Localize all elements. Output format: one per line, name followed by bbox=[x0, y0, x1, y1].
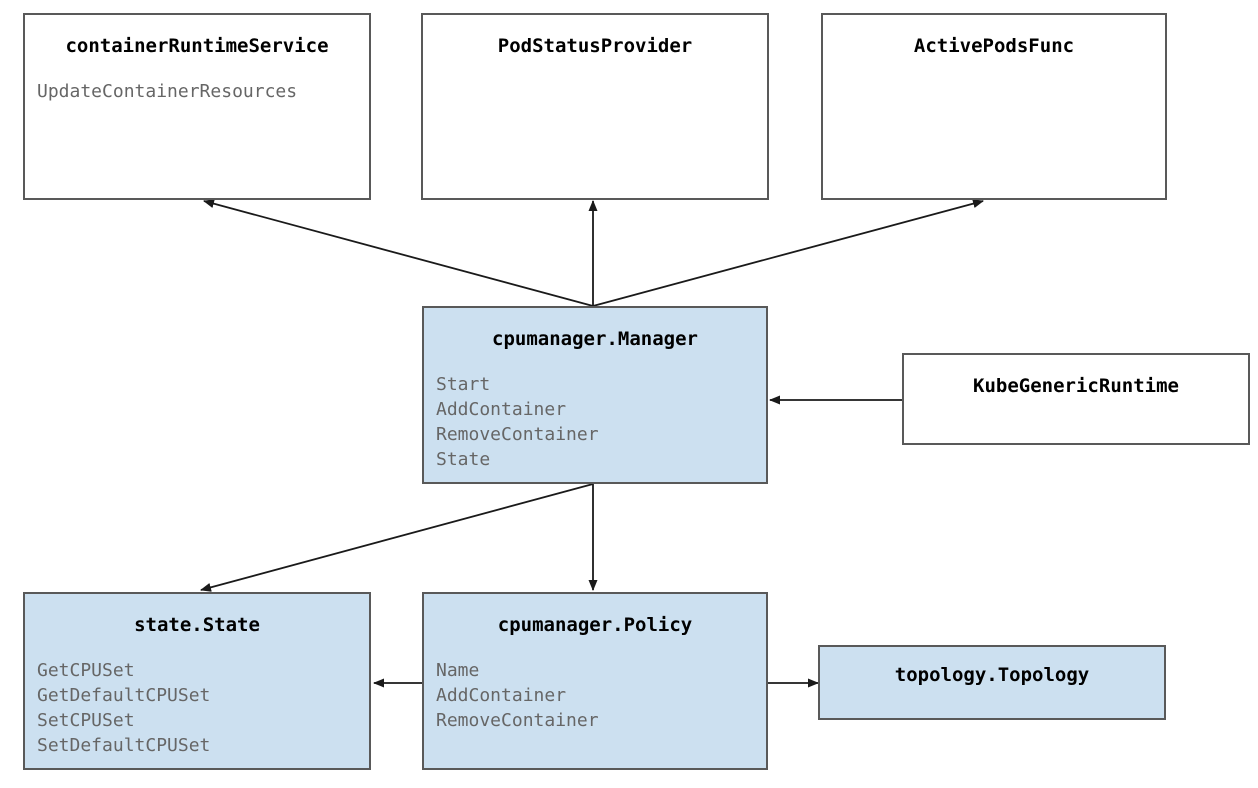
member-item: RemoveContainer bbox=[436, 710, 599, 731]
edge-manager-to-state bbox=[200, 483, 594, 592]
node-title: containerRuntimeService bbox=[65, 35, 329, 57]
member-item: RemoveContainer bbox=[436, 424, 599, 445]
member-item: SetDefaultCPUSet bbox=[37, 735, 211, 756]
node-podstatusprovider[interactable]: PodStatusProvider bbox=[421, 13, 769, 200]
node-state-state[interactable]: state.State GetCPUSet GetDefaultCPUSet S… bbox=[23, 592, 371, 770]
node-kubegenericruntime[interactable]: KubeGenericRuntime bbox=[902, 353, 1250, 445]
node-title: KubeGenericRuntime bbox=[973, 375, 1179, 397]
node-members: GetCPUSet GetDefaultCPUSet SetCPUSet Set… bbox=[25, 658, 369, 758]
node-title: state.State bbox=[134, 614, 260, 636]
member-item: SetCPUSet bbox=[37, 710, 135, 731]
node-activepodsfunc[interactable]: ActivePodsFunc bbox=[821, 13, 1167, 200]
edge-manager-to-activepodsfunc bbox=[592, 199, 984, 307]
node-cpumanager-manager[interactable]: cpumanager.Manager Start AddContainer Re… bbox=[422, 306, 768, 484]
member-item: GetCPUSet bbox=[37, 660, 135, 681]
member-item: AddContainer bbox=[436, 685, 567, 706]
node-members: Start AddContainer RemoveContainer State bbox=[424, 372, 766, 472]
node-members: UpdateContainerResources bbox=[25, 79, 369, 104]
node-title: cpumanager.Manager bbox=[492, 328, 698, 350]
member-item: Name bbox=[436, 660, 480, 681]
node-title: cpumanager.Policy bbox=[497, 614, 693, 636]
member-item: Start bbox=[436, 374, 491, 395]
node-members: Name AddContainer RemoveContainer bbox=[424, 658, 766, 733]
member-item: AddContainer bbox=[436, 399, 567, 420]
edge-manager-to-containerruntimeservice bbox=[203, 199, 594, 307]
member-item: UpdateContainerResources bbox=[37, 81, 298, 102]
node-title: topology.Topology bbox=[894, 664, 1090, 686]
member-item: GetDefaultCPUSet bbox=[37, 685, 211, 706]
node-title: PodStatusProvider bbox=[497, 35, 693, 57]
node-cpumanager-policy[interactable]: cpumanager.Policy Name AddContainer Remo… bbox=[422, 592, 768, 770]
node-title: ActivePodsFunc bbox=[913, 35, 1075, 57]
member-item: State bbox=[436, 449, 491, 470]
node-topology-topology[interactable]: topology.Topology bbox=[818, 645, 1166, 720]
node-containerruntimeservice[interactable]: containerRuntimeService UpdateContainerR… bbox=[23, 13, 371, 200]
